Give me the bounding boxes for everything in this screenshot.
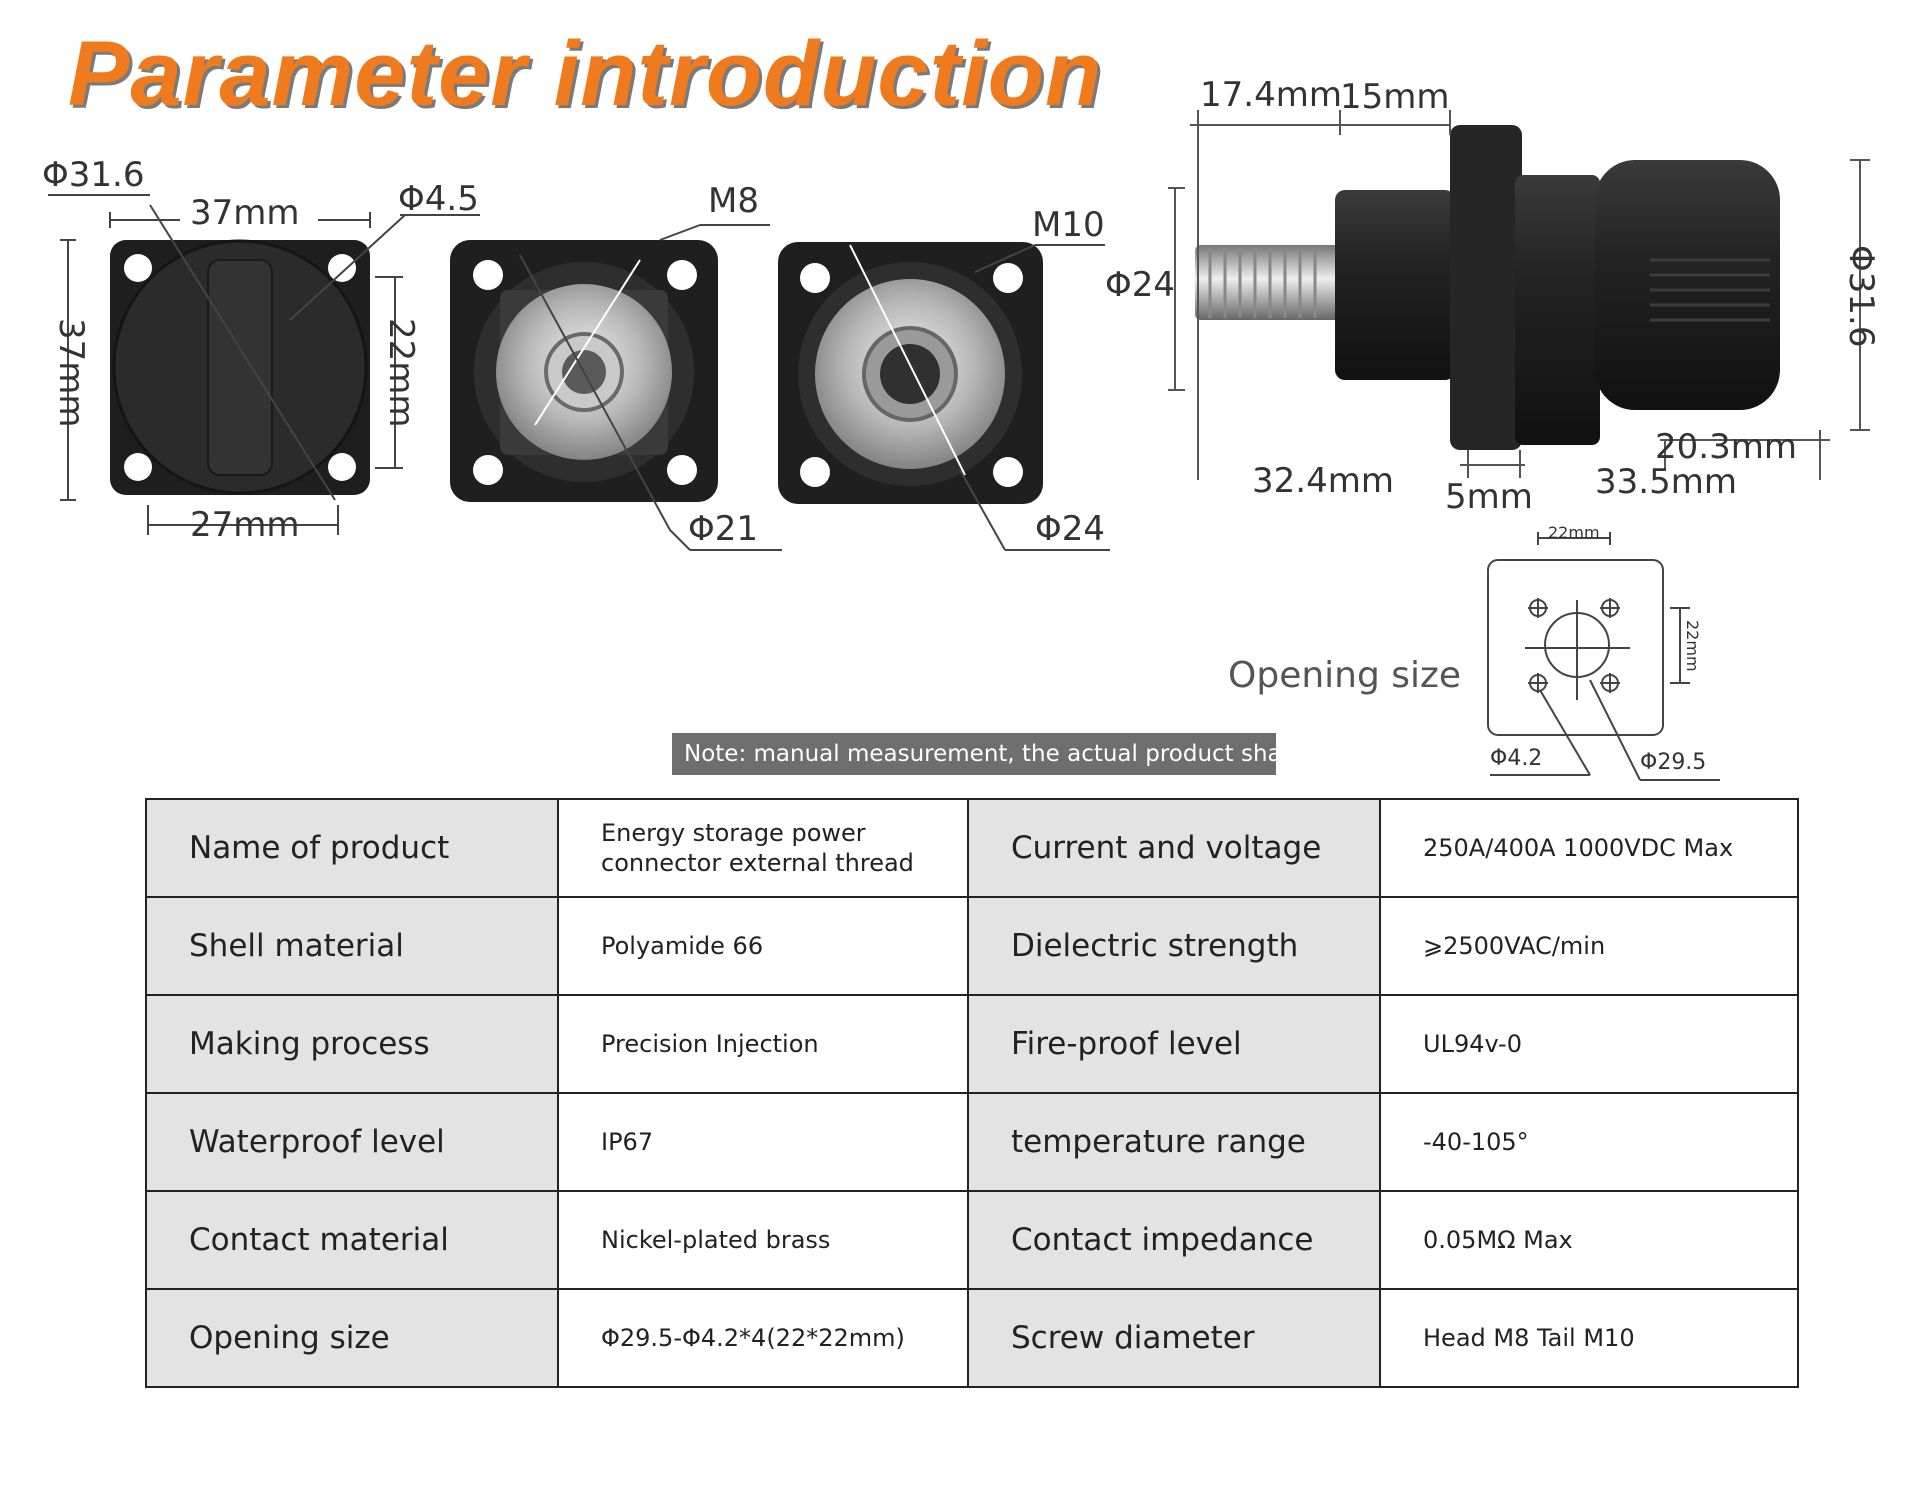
opening-size-diagram [1487, 532, 1720, 781]
spec-label: Name of product [145, 798, 559, 898]
dim-diameter-21: Φ21 [688, 509, 759, 549]
spec-label: Waterproof level [145, 1092, 559, 1192]
dim-width-top: 37mm [190, 193, 300, 233]
dim-len-17-4: 17.4mm [1200, 75, 1342, 115]
table-row: Name of product Energy storage power con… [145, 798, 1799, 898]
page-title: Parameter introduction [68, 23, 1103, 125]
spec-label: Dielectric strength [967, 896, 1381, 996]
back-view-m10 [778, 242, 1110, 551]
spec-label: Contact material [145, 1190, 559, 1290]
opening-top-dim: 22mm [1548, 523, 1600, 542]
side-view-connector [1168, 110, 1870, 480]
spec-label: temperature range [967, 1092, 1381, 1192]
spec-label: Making process [145, 994, 559, 1094]
spec-value: Precision Injection [557, 994, 969, 1094]
spec-value: Head M8 Tail M10 [1379, 1288, 1799, 1388]
table-row: Contact material Nickel-plated brass Con… [145, 1190, 1799, 1290]
dim-len-15: 15mm [1340, 77, 1450, 117]
dim-thread-m10: M10 [1032, 205, 1105, 245]
spec-value: Φ29.5-Φ4.2*4(22*22mm) [557, 1288, 969, 1388]
opening-side-dim: 22mm [1683, 620, 1702, 672]
dim-len-20-3: 20.3mm [1655, 427, 1797, 467]
opening-center-dim: Φ29.5 [1640, 750, 1707, 775]
opening-hole-dim: Φ4.2 [1490, 746, 1543, 771]
spec-value: Polyamide 66 [557, 896, 969, 996]
dim-phi-hole: Φ4.5 [398, 179, 479, 219]
spec-value: IP67 [557, 1092, 969, 1192]
back-view-m8 [450, 224, 782, 551]
table-row: Opening size Φ29.5-Φ4.2*4(22*22mm) Screw… [145, 1288, 1799, 1388]
spec-value: ⩾2500VAC/min [1379, 896, 1799, 996]
spec-label: Contact impedance [967, 1190, 1381, 1290]
dim-hole-spacing-h: 27mm [190, 505, 300, 545]
spec-label: Opening size [145, 1288, 559, 1388]
spec-value: -40-105° [1379, 1092, 1799, 1192]
spec-label: Shell material [145, 896, 559, 996]
spec-value: Nickel-plated brass [557, 1190, 969, 1290]
measurement-note: Note: manual measurement, the actual pro… [672, 733, 1276, 775]
dim-diameter-24: Φ24 [1035, 509, 1106, 549]
table-row: Making process Precision Injection Fire-… [145, 994, 1799, 1094]
spec-value: UL94v-0 [1379, 994, 1799, 1094]
spec-table: Name of product Energy storage power con… [145, 798, 1799, 1388]
spec-label: Current and voltage [967, 798, 1381, 898]
spec-label: Fire-proof level [967, 994, 1381, 1094]
dim-phi-31-6-side: Φ31.6 [1841, 245, 1881, 348]
dim-thread-m8: M8 [708, 181, 759, 221]
dim-len-32-4: 32.4mm [1252, 461, 1394, 501]
spec-value: 250A/400A 1000VDC Max [1379, 798, 1799, 898]
spec-value: Energy storage power connector external … [557, 798, 969, 898]
dim-height-left: 37mm [51, 318, 91, 428]
dim-phi-24-side: Φ24 [1105, 265, 1176, 305]
table-row: Waterproof level IP67 temperature range … [145, 1092, 1799, 1192]
dim-hole-spacing-v: 22mm [381, 318, 421, 428]
dim-len-5: 5mm [1445, 477, 1533, 517]
dim-phi-outer: Φ31.6 [42, 155, 145, 195]
table-row: Shell material Polyamide 66 Dielectric s… [145, 896, 1799, 996]
spec-value: 0.05MΩ Max [1379, 1190, 1799, 1290]
spec-label: Screw diameter [967, 1288, 1381, 1388]
dim-len-33-5: 33.5mm [1595, 462, 1737, 502]
front-view-connector [48, 194, 480, 535]
opening-size-label: Opening size [1228, 655, 1462, 696]
